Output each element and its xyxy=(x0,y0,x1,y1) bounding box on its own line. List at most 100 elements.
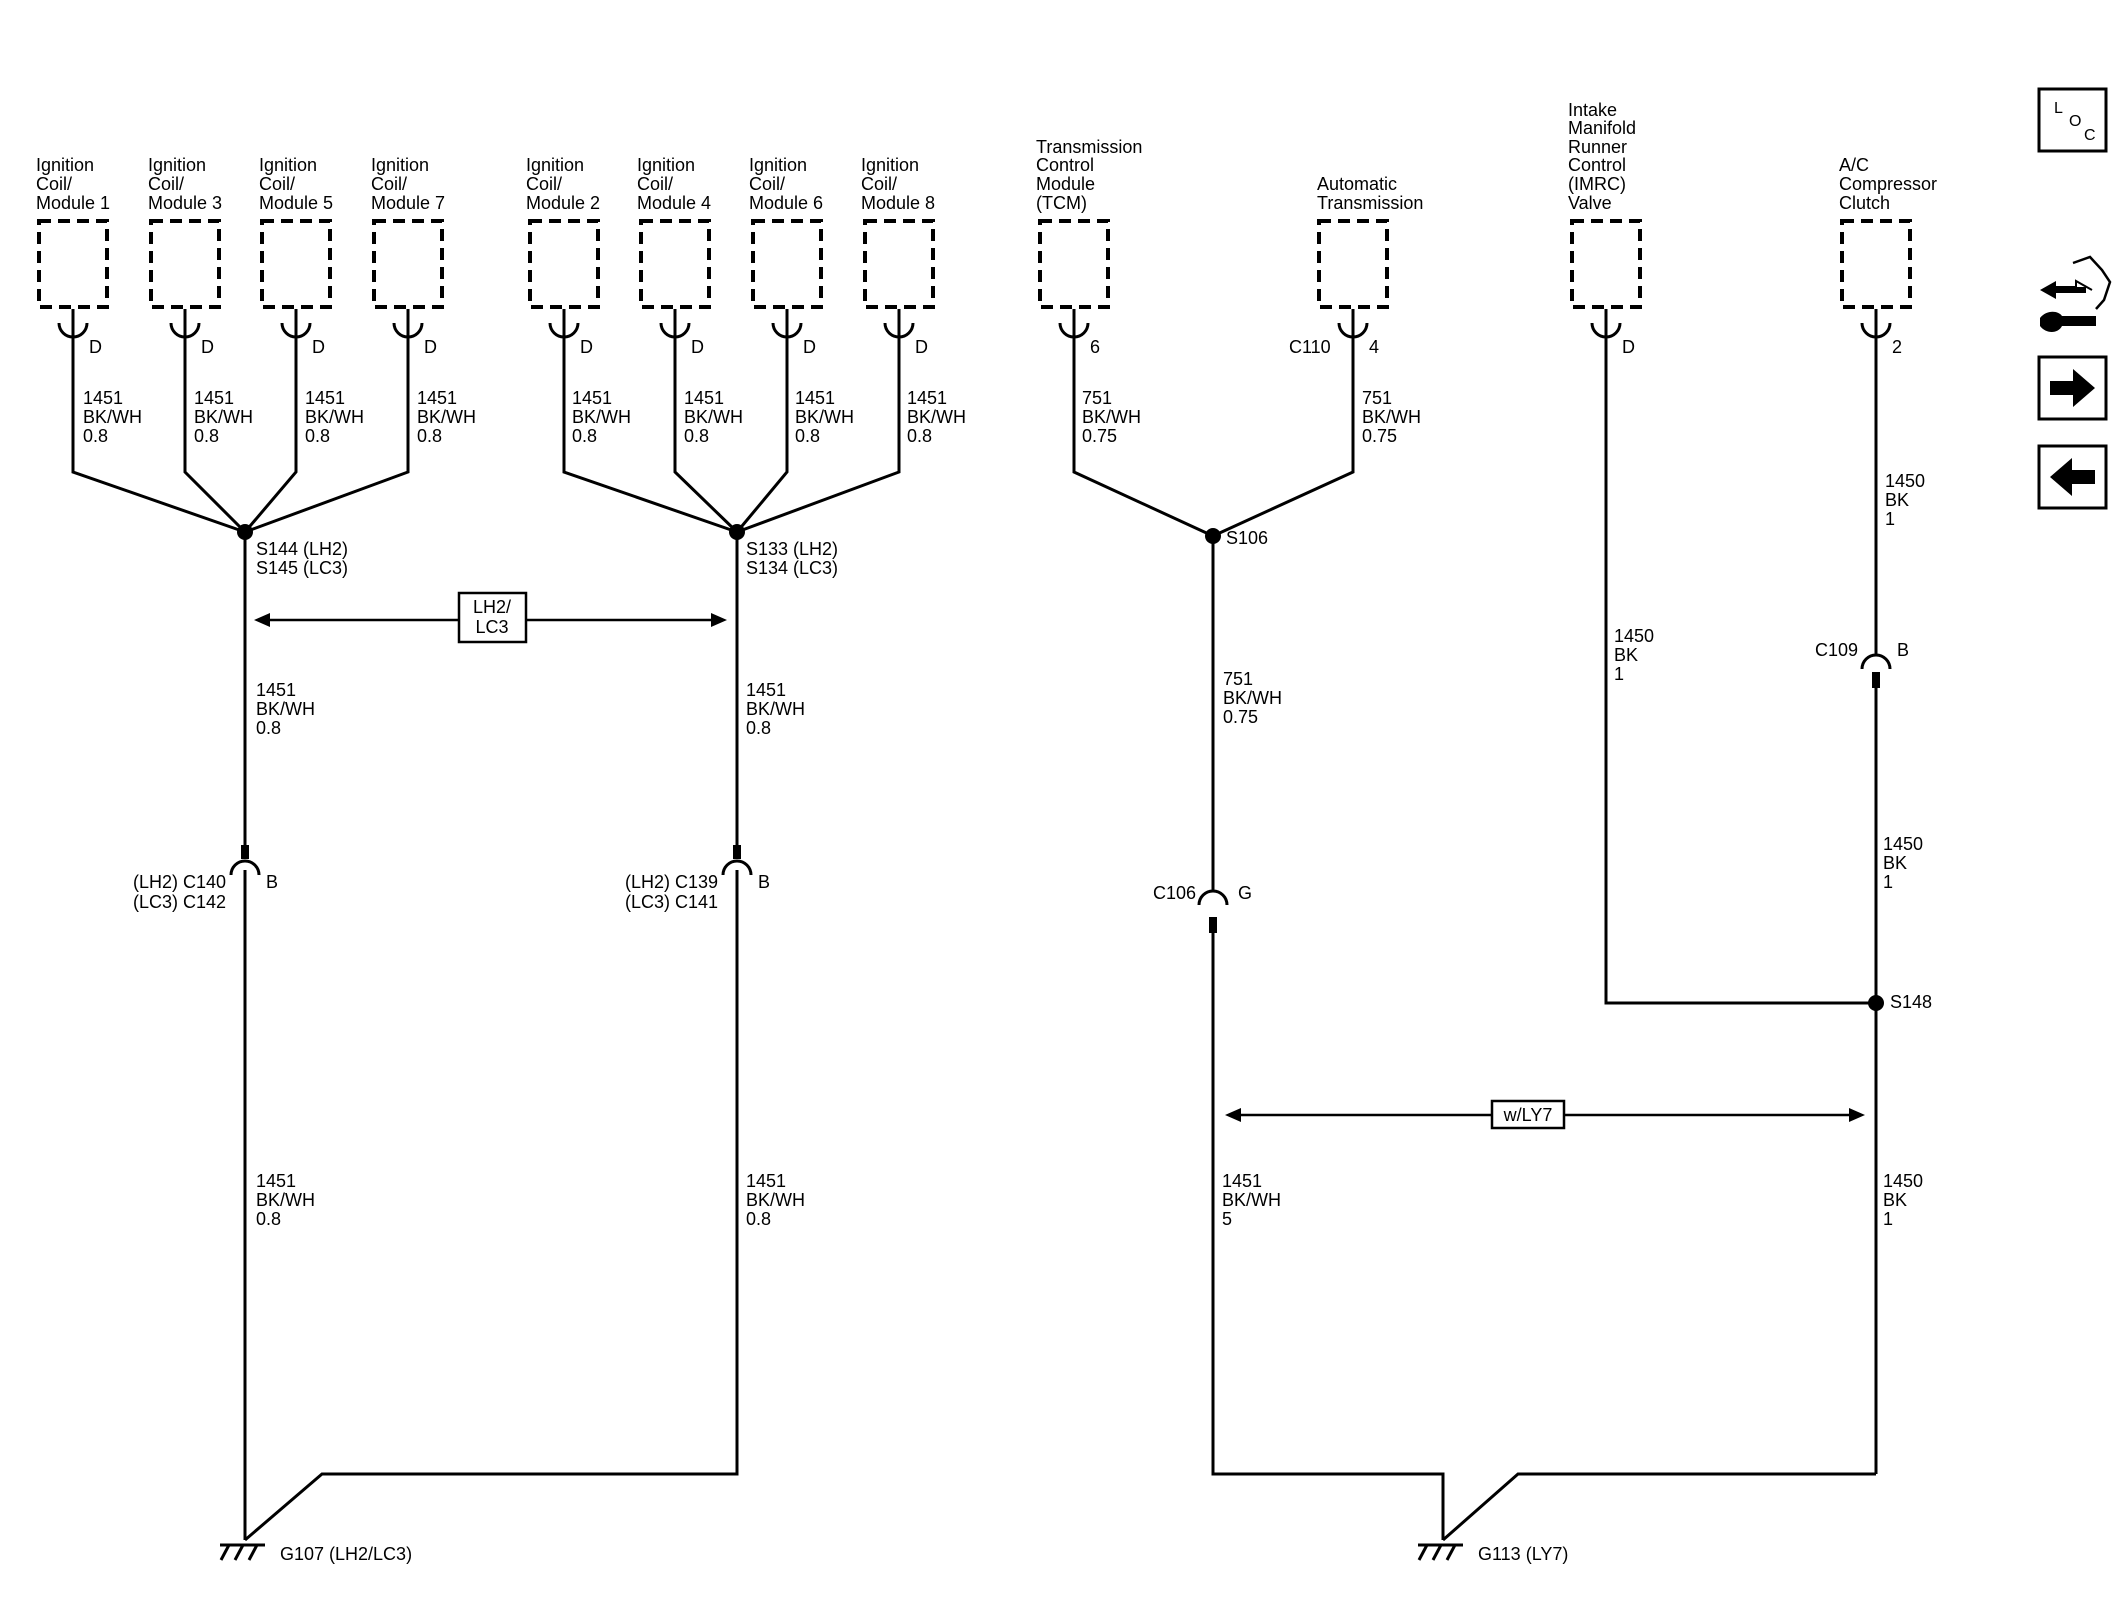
label-line: Transmission xyxy=(1036,137,1142,157)
svg-text:1451: 1451 xyxy=(83,388,123,408)
svg-text:BK: BK xyxy=(1883,853,1907,873)
left-right-arrows-icon xyxy=(2040,281,2086,299)
splice-dot xyxy=(729,524,745,540)
component-boxes xyxy=(37,219,1912,309)
component-box xyxy=(1840,219,1912,309)
svg-text:1450: 1450 xyxy=(1614,626,1654,646)
svg-text:S148: S148 xyxy=(1890,992,1932,1012)
svg-text:0.8: 0.8 xyxy=(746,1209,771,1229)
svg-text:0.8: 0.8 xyxy=(194,426,219,446)
label-line: Compressor xyxy=(1839,174,1937,194)
label-line: Coil/ xyxy=(749,174,785,194)
svg-text:BK/WH: BK/WH xyxy=(746,1190,805,1210)
component-box xyxy=(37,219,109,309)
svg-text:0.8: 0.8 xyxy=(684,426,709,446)
wire xyxy=(244,326,410,534)
wire xyxy=(673,326,739,534)
svg-text:1451: 1451 xyxy=(256,1171,296,1191)
label-line: Manifold xyxy=(1568,118,1636,138)
svg-text:G: G xyxy=(1238,883,1252,903)
inline-connector-c140 xyxy=(229,845,261,876)
pin-labels: D D D D D D D D 6 C110 4 D 2 xyxy=(89,337,1902,357)
splice-labels: S144 (LH2)S145 (LC3) S133 (LH2)S134 (LC3… xyxy=(256,528,1932,1012)
svg-text:1451: 1451 xyxy=(795,388,835,408)
svg-text:BK/WH: BK/WH xyxy=(1082,407,1141,427)
connector-end-view-button[interactable] xyxy=(2040,255,2112,332)
svg-text:0.75: 0.75 xyxy=(1082,426,1117,446)
splice-label-s106: S106 xyxy=(1226,528,1268,548)
pin-connector-symbols xyxy=(57,309,1892,339)
svg-text:0.8: 0.8 xyxy=(256,718,281,738)
label-line: Coil/ xyxy=(148,174,184,194)
pin-label: D xyxy=(201,337,214,357)
wires xyxy=(71,326,1878,1542)
pin-label: 4 xyxy=(1369,337,1379,357)
pin-label: D xyxy=(803,337,816,357)
label-line: Ignition xyxy=(371,155,429,175)
wire xyxy=(1072,326,1214,538)
component-label-coil-5: Ignition Coil/ Module 5 xyxy=(259,155,333,213)
component-box xyxy=(1038,219,1110,309)
ground-symbol-g107 xyxy=(219,1543,265,1561)
label-line: Module 4 xyxy=(637,193,711,213)
pin-label: D xyxy=(915,337,928,357)
wire xyxy=(183,326,247,534)
svg-text:S106: S106 xyxy=(1226,528,1268,548)
wire xyxy=(71,326,246,534)
loc-letter: O xyxy=(2069,113,2081,130)
option-bracket-w-ly7: w/LY7 xyxy=(1225,1099,1865,1130)
pin-label: D xyxy=(89,337,102,357)
splice-label-s133: S133 (LH2)S134 (LC3) xyxy=(746,539,838,578)
label-line: Intake xyxy=(1568,100,1617,120)
loc-letter: C xyxy=(2084,127,2096,144)
svg-text:BK/WH: BK/WH xyxy=(1223,688,1282,708)
component-box xyxy=(528,219,600,309)
svg-text:1450: 1450 xyxy=(1883,1171,1923,1191)
wrench-icon xyxy=(2040,311,2096,332)
label-line: Module 6 xyxy=(749,193,823,213)
svg-text:(LH2) C139: (LH2) C139 xyxy=(625,872,718,892)
svg-text:1: 1 xyxy=(1883,872,1893,892)
wire xyxy=(1442,1472,1876,1542)
svg-text:C106: C106 xyxy=(1153,883,1196,903)
label-line: (TCM) xyxy=(1036,193,1087,213)
previous-page-button[interactable] xyxy=(2037,444,2108,510)
svg-text:5: 5 xyxy=(1222,1209,1232,1229)
connector-label: C110 xyxy=(1289,337,1331,357)
pin-label: 6 xyxy=(1090,337,1100,357)
svg-text:(LH2) C140: (LH2) C140 xyxy=(133,872,226,892)
svg-text:BK: BK xyxy=(1885,490,1909,510)
wire xyxy=(1604,326,1876,1005)
component-box xyxy=(149,219,221,309)
connector-label-c140: (LH2) C140 (LC3) C142 B xyxy=(133,872,278,912)
connector-label-c139: (LH2) C139 (LC3) C141 B xyxy=(625,872,770,912)
svg-text:1451: 1451 xyxy=(256,680,296,700)
arrow-left-icon xyxy=(2050,458,2095,496)
component-box xyxy=(1570,219,1642,309)
label-line: Coil/ xyxy=(371,174,407,194)
component-label-coil-8: Ignition Coil/ Module 8 xyxy=(861,155,935,213)
svg-text:0.8: 0.8 xyxy=(746,718,771,738)
pin-label: 2 xyxy=(1892,337,1902,357)
splice-label-s148: S148 xyxy=(1890,992,1932,1012)
svg-text:BK/WH: BK/WH xyxy=(256,1190,315,1210)
svg-text:BK/WH: BK/WH xyxy=(572,407,631,427)
svg-text:1451: 1451 xyxy=(194,388,234,408)
svg-text:1451: 1451 xyxy=(746,1171,786,1191)
label-line: Module 1 xyxy=(36,193,110,213)
component-locator-button[interactable]: L O C xyxy=(2037,87,2108,153)
svg-text:BK/WH: BK/WH xyxy=(907,407,966,427)
pin-label: D xyxy=(424,337,437,357)
next-page-button[interactable] xyxy=(2037,355,2108,421)
svg-text:S133 (LH2): S133 (LH2) xyxy=(746,539,838,559)
svg-text:1451: 1451 xyxy=(1222,1171,1262,1191)
svg-text:0.8: 0.8 xyxy=(795,426,820,446)
option-bracket-lh2-lc3: LH2/ LC3 xyxy=(254,591,727,644)
component-label-automatic-transmission: Automatic Transmission xyxy=(1317,174,1423,213)
ground-label-g113: G113 (LY7) xyxy=(1478,1544,1568,1564)
